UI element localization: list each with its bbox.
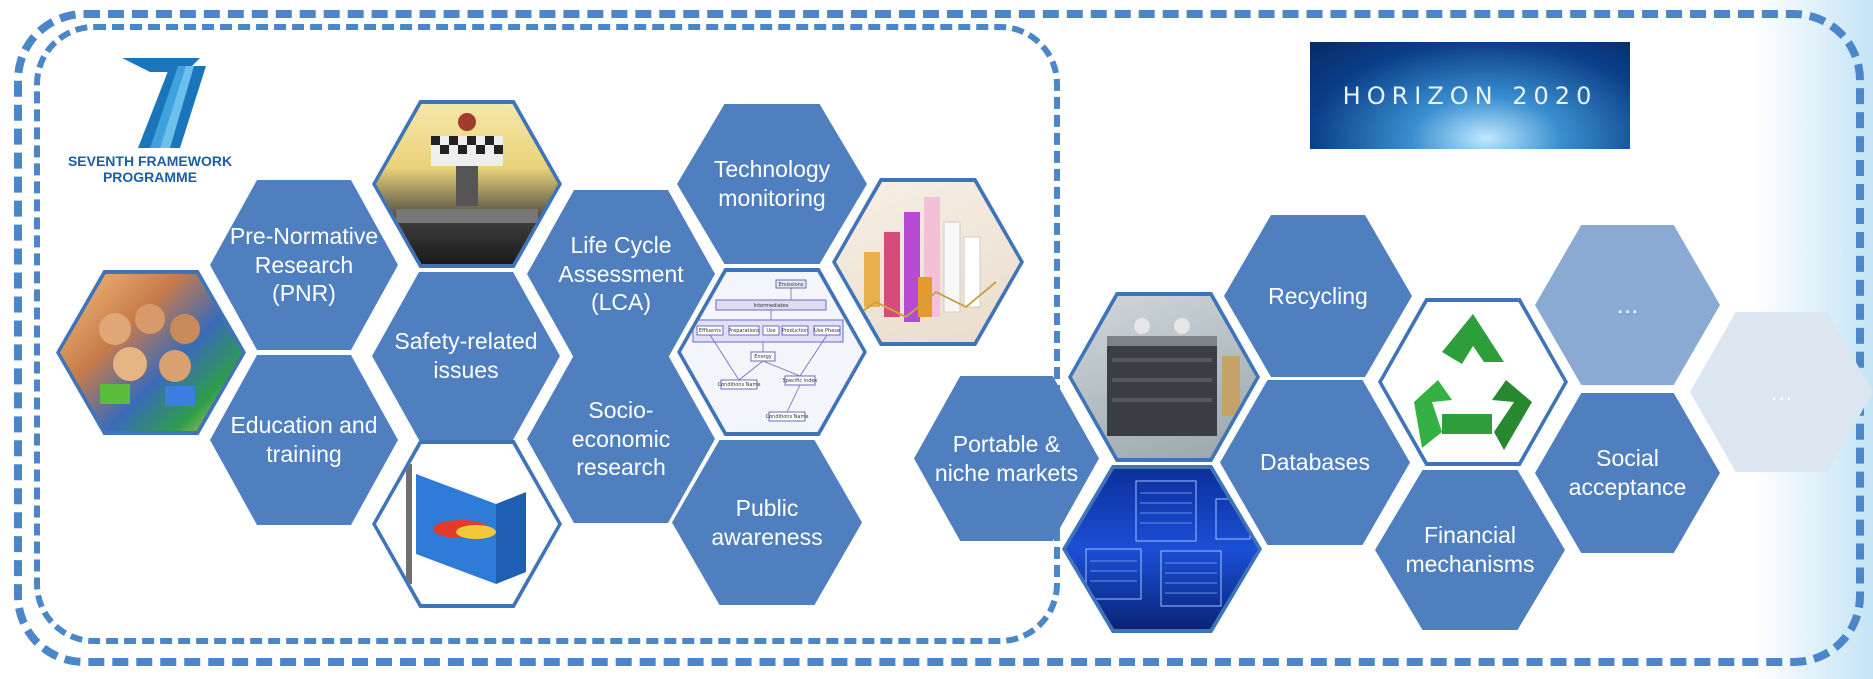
fp7-frame xyxy=(34,24,1060,644)
hex-more-faded-label: … xyxy=(1770,378,1793,405)
lca-node-1: Intermediates xyxy=(754,303,789,309)
lca-node-2: Effluents xyxy=(699,328,721,334)
lca-node-0: Emissions xyxy=(779,282,804,288)
hex-more-label: … xyxy=(1616,291,1639,318)
students-photo-hex xyxy=(56,270,246,435)
lca-node-3: Preparations xyxy=(728,328,760,334)
hex-education-label: Education and training xyxy=(230,412,378,467)
hex-public-awareness-label: Public awareness xyxy=(711,494,823,550)
bar-charts-photo-hex xyxy=(832,178,1024,346)
lca-node-7: Energy xyxy=(754,354,772,360)
hex-databases-label: Databases xyxy=(1260,449,1370,476)
fp7-logo-line1: SEVENTH FRAMEWORK xyxy=(68,153,232,169)
lca-node-10: Conditions Name xyxy=(766,414,809,420)
lca-flowchart-hex: Emissions Intermediates Effluents Prepar… xyxy=(677,268,867,436)
hex-pnr-label: Pre-Normative Research (PNR) xyxy=(229,222,379,307)
lca-node-9: Specific index xyxy=(783,378,818,384)
lca-node-5: Production xyxy=(782,328,809,334)
database-schema-photo-hex xyxy=(1062,465,1262,633)
fp7-logo: SEVENTH FRAMEWORK PROGRAMME xyxy=(60,52,240,192)
hex-financial-label: Financial mechanisms xyxy=(1405,522,1535,577)
hex-social-acceptance: Social acceptance xyxy=(1535,393,1720,553)
lca-node-8: Conditions Name xyxy=(718,382,761,388)
hex-socio-label: Socio-economic research xyxy=(571,396,671,481)
horizon-2020-frame xyxy=(14,10,1864,666)
hex-education-training: Education and training xyxy=(210,355,398,525)
hex-recycling-label: Recycling xyxy=(1268,282,1368,309)
hex-social-label: Social acceptance xyxy=(1568,445,1687,500)
hex-portable-label: Portable & niche markets xyxy=(934,430,1079,486)
fp7-logo-line2: PROGRAMME xyxy=(103,169,197,185)
hex-public-awareness: Public awareness xyxy=(672,440,862,605)
hex-recycling: Recycling xyxy=(1224,215,1412,377)
horizon-2020-logo-text: HORIZON 2020 xyxy=(1342,81,1598,110)
recycle-icon xyxy=(1414,314,1532,450)
lca-node-4: Use xyxy=(766,328,775,334)
hex-tech-monitoring-label: Technology monitoring xyxy=(713,156,831,211)
fuel-cell-photo-hex xyxy=(1068,292,1260,462)
hex-technology-monitoring: Technology monitoring xyxy=(677,104,867,264)
hex-more-topics: … xyxy=(1535,225,1720,385)
horizon-2020-logo: HORIZON 2020 xyxy=(1310,42,1630,149)
lca-node-6: Use Phase xyxy=(814,328,840,334)
hex-safety-label: Safety-related issues xyxy=(394,328,538,383)
fp7-seven-icon xyxy=(122,58,206,148)
hex-lca-label: Life Cycle Assessment (LCA) xyxy=(558,231,684,316)
